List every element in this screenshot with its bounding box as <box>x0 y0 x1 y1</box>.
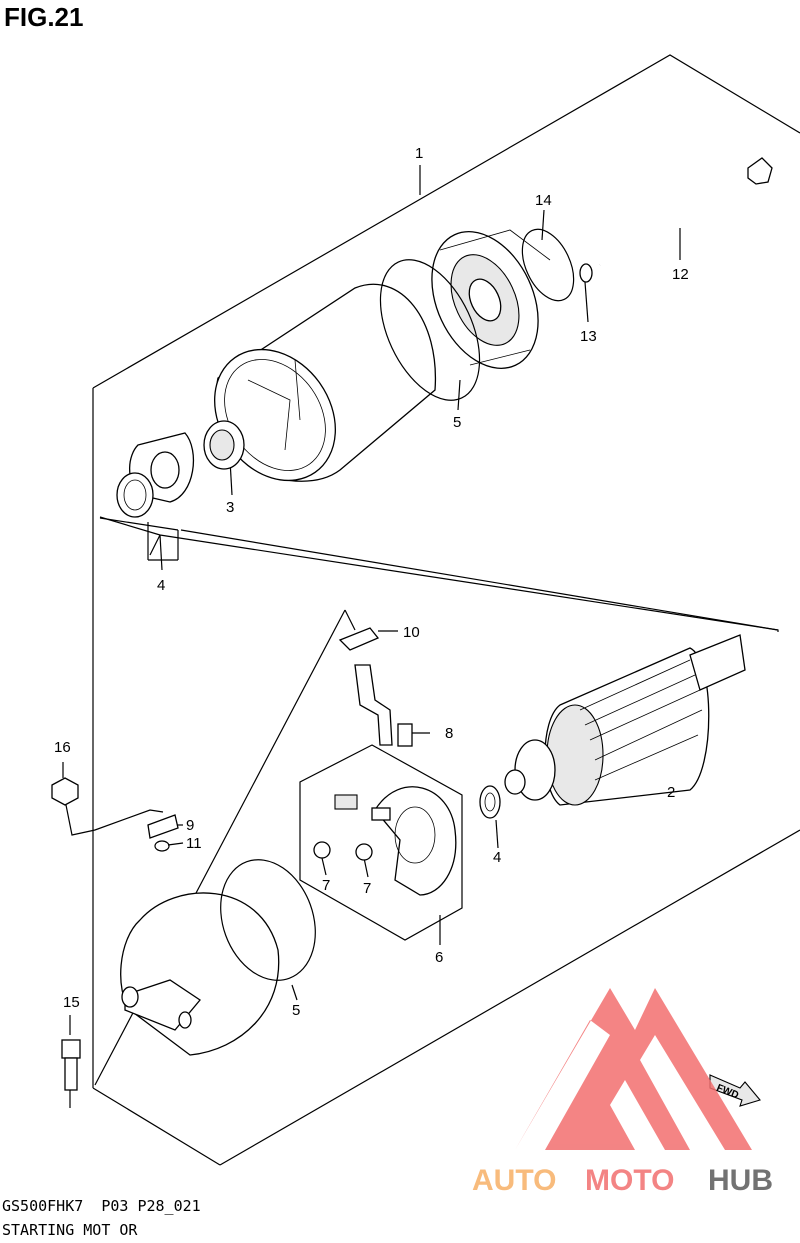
watermark-text-hub: HUB <box>708 1164 773 1197</box>
label-part-12: 12 <box>672 266 689 283</box>
figure-title: FIG.21 <box>4 2 84 32</box>
insulator-10 <box>338 627 380 651</box>
label-part-5-lower: 5 <box>292 1002 300 1019</box>
o-ring-11 <box>154 840 170 852</box>
watermark-text-auto: AUTO <box>472 1164 556 1197</box>
watermark-logo: AUTO MOTO HUB <box>472 988 773 1197</box>
label-part-2: 2 <box>667 784 675 801</box>
label-part-6: 6 <box>435 949 443 966</box>
model-code: GS500FHK7 P03 P28_021 <box>2 1197 201 1215</box>
washer-9 <box>147 814 179 839</box>
label-part-7b: 7 <box>363 880 371 897</box>
washer-4 <box>479 785 501 819</box>
part-labels: 1 2 3 4 4 5 5 6 7 7 8 9 10 11 12 13 14 1… <box>54 145 689 1019</box>
o-ring-upper <box>379 259 481 401</box>
yoke-housing <box>214 283 437 482</box>
o-ring-lower <box>220 859 316 981</box>
label-part-13: 13 <box>580 328 597 345</box>
label-part-4-lower: 4 <box>493 849 501 866</box>
shim-plate <box>116 432 195 518</box>
brush-7b <box>355 843 373 861</box>
label-part-7a: 7 <box>322 877 330 894</box>
diagram-caption: STARTING MOT OR <box>2 1221 138 1239</box>
label-part-10: 10 <box>403 624 420 641</box>
label-part-3: 3 <box>226 499 234 516</box>
washer-13 <box>579 263 593 283</box>
label-part-11: 11 <box>186 835 202 852</box>
label-part-16: 16 <box>54 739 71 756</box>
label-part-5-upper: 5 <box>453 414 461 431</box>
nut-16 <box>51 777 79 806</box>
label-part-9: 9 <box>186 817 194 834</box>
assembly-outline <box>92 54 800 1166</box>
brush-holder <box>334 786 457 896</box>
label-part-14: 14 <box>535 192 552 209</box>
watermark-text-moto: MOTO <box>585 1164 674 1197</box>
label-part-4-upper: 4 <box>157 577 165 594</box>
o-ring-14 <box>521 228 575 302</box>
label-part-15: 15 <box>63 994 80 1011</box>
label-part-1: 1 <box>415 145 423 162</box>
brush-7a <box>313 841 331 859</box>
rear-cover <box>431 229 551 369</box>
terminal-8 <box>354 664 413 747</box>
bolt-15 <box>61 1039 81 1091</box>
armature <box>504 634 746 806</box>
front-cover <box>120 892 280 1056</box>
through-bolt <box>599 157 773 267</box>
bearing-3 <box>203 420 245 470</box>
label-part-8: 8 <box>445 725 453 742</box>
